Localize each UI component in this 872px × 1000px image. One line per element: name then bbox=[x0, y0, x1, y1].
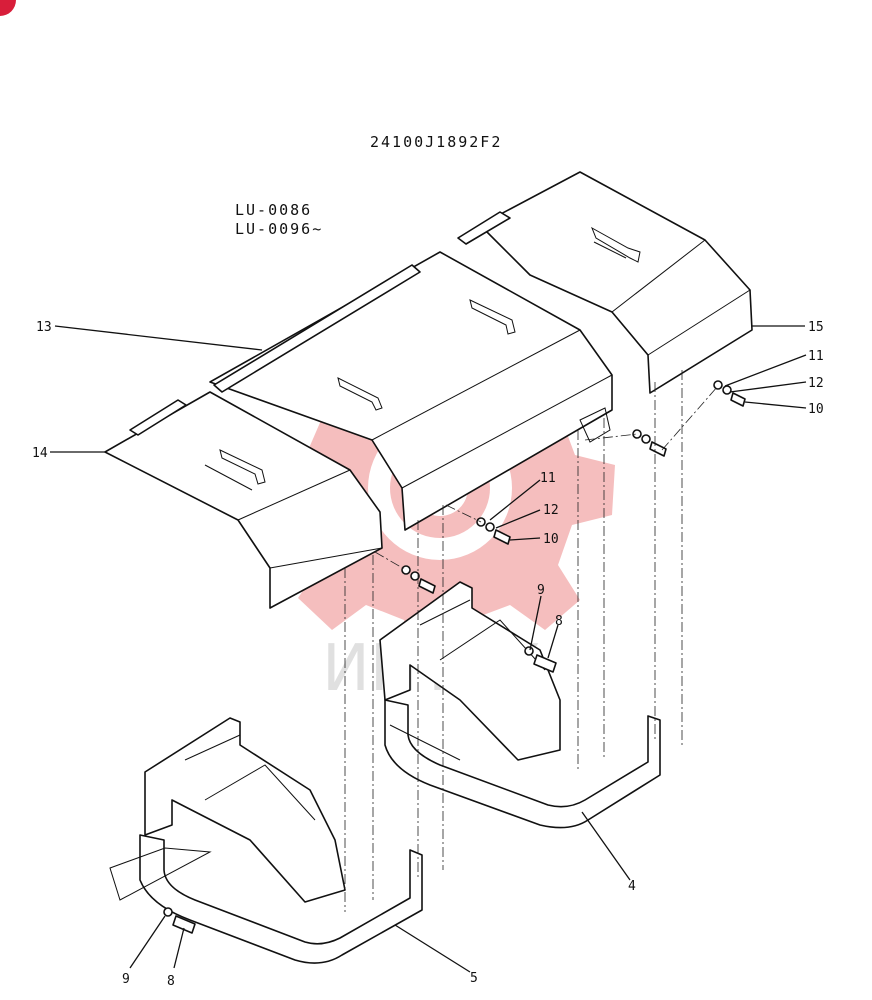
cover-part-13 bbox=[209, 251, 613, 531]
callout-12-center: 12 bbox=[543, 503, 559, 518]
callout-10-center: 10 bbox=[543, 532, 559, 547]
fastener-set-a bbox=[713, 380, 746, 407]
cover-part-14 bbox=[104, 391, 383, 609]
callout-9-lower: 9 bbox=[122, 972, 130, 987]
serial-range-1: LU-0086 bbox=[235, 201, 312, 219]
bracket-part-4 bbox=[379, 581, 661, 829]
fastener-set-b bbox=[632, 429, 667, 457]
callout-11-right: 11 bbox=[808, 349, 824, 364]
alignment-lines bbox=[344, 370, 719, 912]
callout-9-upper: 9 bbox=[537, 583, 545, 598]
callout-10-right: 10 bbox=[808, 402, 824, 417]
callout-13: 13 bbox=[36, 320, 52, 335]
callout-15: 15 bbox=[808, 320, 824, 335]
callout-14: 14 bbox=[32, 446, 48, 461]
bracket-part-5 bbox=[109, 717, 423, 964]
callout-8-upper: 8 bbox=[555, 614, 563, 629]
leader-lines bbox=[50, 325, 807, 973]
callout-11-center: 11 bbox=[540, 471, 556, 486]
serial-range-2: LU-0096~ bbox=[235, 220, 323, 238]
corner-badge bbox=[0, 0, 16, 16]
callout-5: 5 bbox=[470, 971, 478, 986]
cover-part-15 bbox=[457, 171, 753, 394]
fastener-set-d bbox=[401, 565, 436, 594]
callout-12-right: 12 bbox=[808, 376, 824, 391]
fastener-set-e bbox=[524, 646, 557, 673]
fastener-set-c bbox=[476, 517, 511, 545]
fastener-set-f bbox=[163, 907, 196, 934]
drawing-code: 24100J1892F2 bbox=[370, 133, 502, 151]
callout-4: 4 bbox=[628, 879, 636, 894]
callout-8-lower: 8 bbox=[167, 974, 175, 989]
